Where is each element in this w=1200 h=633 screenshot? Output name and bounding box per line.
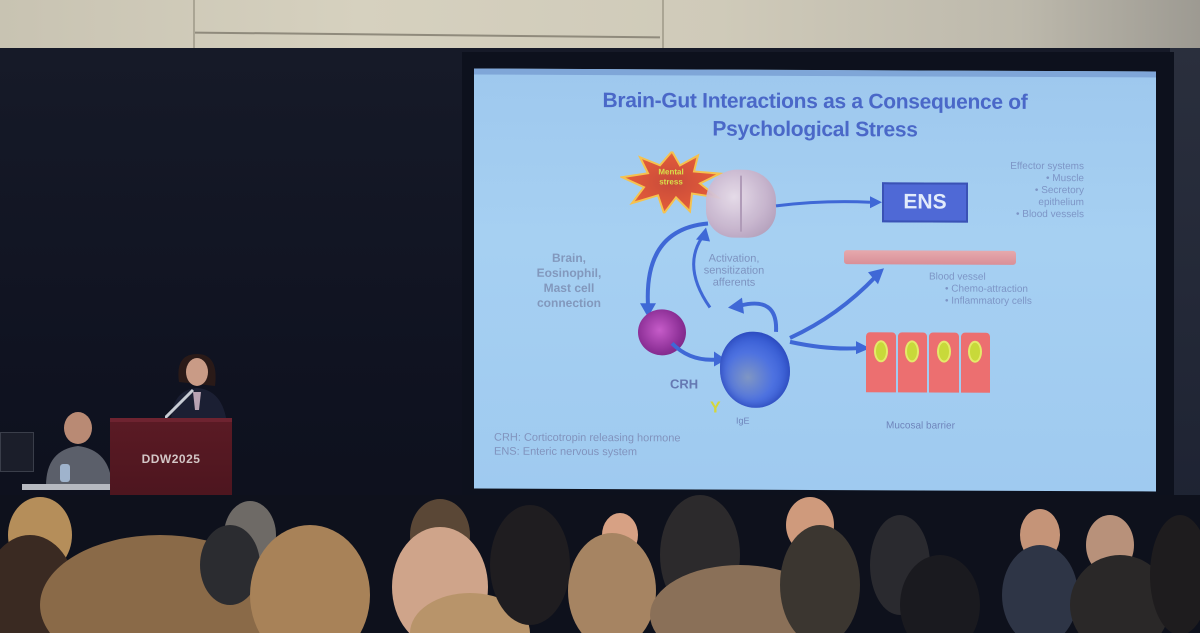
- blood-vessel-illustration: [844, 250, 1016, 265]
- wall-seam: [195, 31, 660, 39]
- audience-crowd: [0, 495, 1200, 633]
- podium-event-logo: DDW2025: [141, 452, 201, 466]
- arrow-eosinophil-to-mastcell-icon: [670, 341, 726, 367]
- ige-label: IgE: [736, 415, 750, 426]
- wall-column-edge: [193, 0, 195, 60]
- arrow-mastcell-to-epithelium-icon: [789, 339, 870, 355]
- arrow-mastcell-to-vessel-icon: [789, 268, 884, 340]
- arrow-brain-to-eosinophil-icon: [640, 221, 709, 318]
- crh-label: CRH: [670, 376, 699, 392]
- wall-column-edge: [662, 0, 664, 60]
- activation-afferents-label: Activation, sensitization afferents: [703, 252, 765, 289]
- mucosal-barrier-label: Mucosal barrier: [886, 420, 955, 432]
- ens-box: ENS: [882, 182, 968, 223]
- mental-stress-label: Mental stress: [658, 167, 684, 187]
- arrow-brain-to-ens-icon: [775, 196, 882, 209]
- epithelial-cell: [897, 332, 927, 393]
- seated-panelist: [46, 412, 112, 486]
- effector-systems-text: Effector systems • Muscle • Secretory ep…: [1010, 160, 1084, 221]
- mucosal-epithelium-illustration: [866, 332, 990, 393]
- ige-antibody-icon: Y: [710, 399, 721, 417]
- mast-cell-illustration: [720, 331, 790, 408]
- speaker-at-podium: [165, 354, 227, 424]
- stress-starburst-icon: [620, 151, 724, 214]
- slide-footnotes: CRH: Corticotropin releasing hormone ENS…: [494, 431, 681, 459]
- epithelial-cell: [866, 332, 896, 393]
- slide-title: Brain-Gut Interactions as a Consequence …: [602, 89, 1028, 142]
- blood-vessel-text: Blood vessel • Chemo-attraction • Inflam…: [929, 271, 1032, 307]
- arrow-afferents-to-brain-icon: [692, 227, 712, 309]
- panel-table: [22, 484, 114, 490]
- confidence-monitor: [0, 432, 34, 472]
- epithelial-cell: [960, 332, 990, 393]
- brain-eosinophil-mastcell-label: Brain, Eosinophil, Mast cell connection: [536, 250, 602, 311]
- epithelial-cell: [929, 332, 959, 393]
- arrow-mastcell-to-afferent-icon: [728, 297, 779, 332]
- presentation-slide: Brain-Gut Interactions as a Consequence …: [474, 68, 1156, 492]
